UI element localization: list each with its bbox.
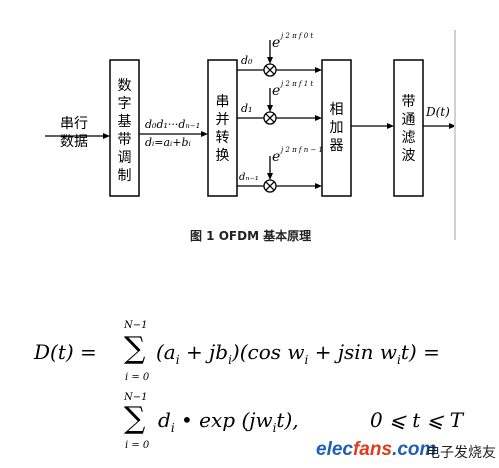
branch-0-d-label: d₀ <box>241 54 253 67</box>
mod-char-2: 字 <box>118 96 132 112</box>
figure-caption: 图 1 OFDM 基本原理 <box>190 228 311 243</box>
bandpass-filter-block <box>393 59 424 197</box>
branch-0-carrier-exp: j 2 π f 0 t <box>279 32 313 40</box>
input-label-line2: 数据 <box>60 134 88 150</box>
serial-parallel-block <box>207 59 238 197</box>
mod-char-6: 制 <box>118 168 132 184</box>
sp-char-4: 换 <box>216 147 230 164</box>
formula-2-sum-lower: i = 0 <box>125 440 150 451</box>
mod-char-5: 调 <box>118 150 132 166</box>
formula-1-terms: (ai + jbi)(cos wi + jsin wit) = <box>156 340 440 367</box>
input-label-line1: 串行 <box>60 116 88 132</box>
adder-char-3: 器 <box>330 138 344 154</box>
symbol-definition-label: dᵢ=aᵢ+bᵢ <box>145 136 191 149</box>
branch-n-d-label: dₙ₋₁ <box>239 172 259 183</box>
filter-char-2: 通 <box>402 112 416 128</box>
baseband-modulation-block <box>109 59 140 197</box>
filter-char-4: 波 <box>402 148 416 164</box>
output-arrowhead <box>449 123 456 129</box>
formula-2-sum-symbol: ∑ <box>124 401 146 436</box>
formula-1-sum-symbol: ∑ <box>124 331 146 366</box>
mod-char-4: 带 <box>118 132 132 148</box>
branch-n-carrier-base: e <box>272 149 280 165</box>
branch-1-carrier-exp: j 2 π f 1 t <box>279 80 313 88</box>
ofdm-block-diagram: 串行 数据 数 字 基 带 调 制 d₀d₁···dₙ₋₁ dᵢ=aᵢ+bᵢ 串… <box>45 30 456 243</box>
watermark-cn: 电子发烧友 <box>426 445 496 461</box>
watermark-brand: elecfans.com <box>316 439 437 460</box>
branch-0-carrier-base: e <box>272 35 280 51</box>
mod-to-sp-arrowhead <box>201 131 208 137</box>
sp-char-2: 并 <box>216 112 230 128</box>
sp-char-1: 串 <box>216 94 230 110</box>
mod-char-1: 数 <box>118 78 132 94</box>
formula-2-condition: 0 ⩽ t ⩽ T <box>370 408 464 432</box>
filter-char-3: 滤 <box>402 130 416 146</box>
symbol-sequence-label: d₀d₁···dₙ₋₁ <box>145 118 200 131</box>
filter-char-1: 带 <box>402 94 416 110</box>
formula-2-terms: di • exp (jwit), <box>158 408 299 435</box>
branch-1-carrier-base: e <box>272 83 280 99</box>
mod-char-3: 基 <box>118 113 132 130</box>
adder-char-1: 相 <box>330 102 344 118</box>
formula-1-sum-lower: i = 0 <box>125 372 150 383</box>
input-arrowhead <box>103 133 110 139</box>
ofdm-formula: D(t) = N−1 ∑ i = 0 (ai + jbi)(cos wi + j… <box>0 300 499 451</box>
adder-char-2: 加 <box>330 120 344 136</box>
formula-1-sum-upper: N−1 <box>124 320 148 331</box>
sp-char-3: 转 <box>216 130 230 146</box>
formula-2-sum-upper: N−1 <box>124 392 148 403</box>
elecfans-watermark: elecfans.com 电子发烧友 <box>316 436 496 464</box>
branch-1-d-label: d₁ <box>241 102 252 115</box>
branch-n-carrier-exp: j 2 π f n − 1 t <box>279 146 328 154</box>
output-label: D(t) <box>425 105 450 119</box>
adder-block <box>321 59 352 197</box>
formula-lhs: D(t) = <box>34 340 97 364</box>
